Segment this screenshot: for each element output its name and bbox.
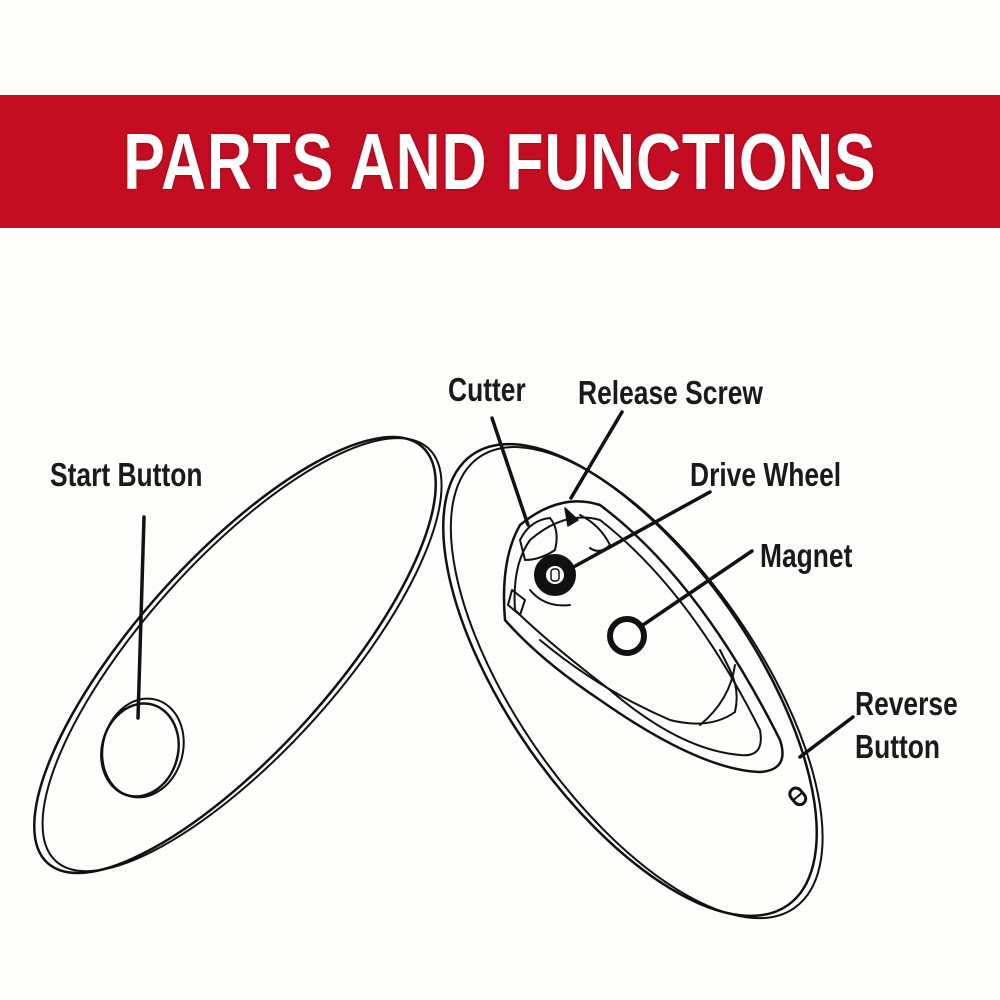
left-device-outline	[33, 435, 443, 875]
inner-tray	[502, 500, 784, 774]
label-magnet: Magnet	[760, 537, 853, 574]
header-banner: PARTS AND FUNCTIONS	[0, 95, 1000, 228]
label-reverse-button-line2: Button	[855, 728, 941, 765]
page-title: PARTS AND FUNCTIONS	[123, 116, 877, 206]
start-button-shape	[100, 697, 185, 799]
drive-wheel-shape	[529, 554, 576, 607]
label-release-screw: Release Screw	[578, 374, 763, 411]
start-button-leader	[136, 515, 146, 720]
cutter-shape	[519, 517, 558, 561]
reverse-button-shape	[788, 786, 808, 807]
label-start-button: Start Button	[50, 456, 203, 493]
drive-wheel-leader	[566, 490, 712, 572]
right-device	[442, 410, 855, 920]
right-device-outline	[442, 442, 824, 920]
label-cutter: Cutter	[448, 371, 526, 408]
left-device	[33, 435, 443, 875]
label-drive-wheel: Drive Wheel	[690, 456, 842, 493]
magnet-shape	[607, 616, 647, 656]
magnet-leader	[638, 549, 754, 629]
reverse-button-leader	[798, 715, 855, 759]
release-screw-leader	[569, 410, 624, 500]
cutter-leader	[490, 416, 530, 527]
label-reverse-button-line1: Reverse	[855, 685, 958, 722]
